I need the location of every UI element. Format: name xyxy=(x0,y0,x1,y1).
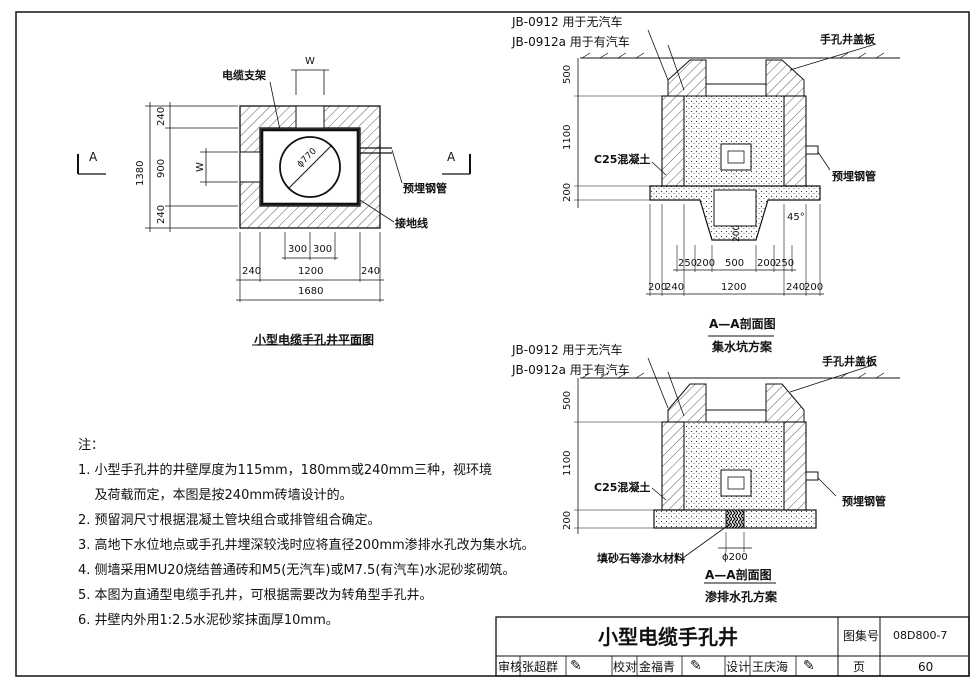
note-item: 及荷载而定，本图是按240mm砖墙设计的。 xyxy=(78,488,353,503)
dim-300-b: 300 xyxy=(313,244,333,255)
s1-c240b: 240 xyxy=(786,282,806,293)
cable-bracket xyxy=(260,128,360,206)
s1-dim-1100: 1100 xyxy=(562,124,573,150)
s1-dim-500: 500 xyxy=(562,64,573,84)
note-item: 1. 小型手孔井的井壁厚度为115mm，180mm或240mm三种，视环境 xyxy=(78,463,492,478)
s1-caption-line2: 集水坑方案 xyxy=(712,340,773,354)
s1-jb-car: JB-0912a 用于有汽车 xyxy=(512,35,630,49)
s1-b200a: 200 xyxy=(696,258,716,269)
note-item: 4. 侧墙采用MU20烧结普通砖和M5(无汽车)或M7.5(有汽车)水泥砂浆砌筑… xyxy=(78,563,516,578)
s2-jb-car: JB-0912a 用于有汽车 xyxy=(512,363,630,377)
review-name: 张超群 xyxy=(522,660,559,674)
s1-jb-no-car: JB-0912 用于无汽车 xyxy=(512,15,623,29)
design-signature: ✎ xyxy=(803,658,815,674)
s1-b250b: 250 xyxy=(775,258,795,269)
w-top-label: W xyxy=(305,56,315,67)
notes-block: 注： 1. 小型手孔井的井壁厚度为115mm，180mm或240mm三种，视环境… xyxy=(78,433,535,633)
section-sump-view xyxy=(574,29,900,337)
s2-concrete-label: C25混凝土 xyxy=(594,481,651,494)
s2-dim-200: 200 xyxy=(562,510,573,530)
design-name: 王庆海 xyxy=(752,660,789,674)
s1-c200a: 200 xyxy=(648,282,668,293)
design-label: 设计 xyxy=(726,660,751,674)
s1-c240a: 240 xyxy=(665,282,685,293)
s1-b200b: 200 xyxy=(757,258,777,269)
note-item: 3. 高地下水位地点或手孔井埋深较浅时应将直径200mm渗排水孔改为集水坑。 xyxy=(78,538,535,553)
s2-dim-1100: 1100 xyxy=(562,450,573,476)
drawing-title: 小型电缆手孔井 xyxy=(598,625,738,649)
s2-fill-label: 填砂石等渗水材料 xyxy=(597,552,685,565)
dim-1380: 1380 xyxy=(135,160,146,186)
plan-view xyxy=(77,69,471,346)
ground-wire-label: 接地线 xyxy=(395,217,428,230)
review-label: 审核 xyxy=(498,660,523,674)
s1-pipe-label: 预埋钢管 xyxy=(832,170,876,183)
notes-heading: 注： xyxy=(78,438,105,453)
bracket-label: 电缆支架 xyxy=(222,69,266,82)
s1-b500: 500 xyxy=(725,258,745,269)
dim-240-right: 240 xyxy=(361,266,381,277)
s1-cover-label: 手孔井盖板 xyxy=(820,33,875,46)
check-name: 金福青 xyxy=(639,660,676,674)
review-signature: ✎ xyxy=(570,658,582,674)
s2-caption-line1: A—A剖面图 xyxy=(705,568,772,582)
page-number: 60 xyxy=(918,660,934,674)
note-item: 2. 预留洞尺寸根据混凝土管块组合或排管组合确定。 xyxy=(78,513,381,528)
dim-240-bottom: 240 xyxy=(156,204,167,224)
plan-title: 小型电缆手孔井平面图 xyxy=(254,333,375,347)
s2-caption-line2: 渗排水孔方案 xyxy=(705,590,778,604)
dim-240-left: 240 xyxy=(242,266,262,277)
note-item: 5. 本图为直通型电缆手孔井，可根据需要改为转角型手孔井。 xyxy=(78,588,433,603)
section-marker-left: A xyxy=(89,150,98,164)
atlas-label: 图集号 xyxy=(843,629,880,643)
note-item: 6. 井壁内外用1:2.5水泥砂浆抹面厚10mm。 xyxy=(78,613,339,628)
dim-240-top: 240 xyxy=(156,106,167,126)
dim-900: 900 xyxy=(156,158,167,178)
w-side-label: W xyxy=(195,162,206,172)
section-marker-right: A xyxy=(447,150,456,164)
s1-angle-label: 45° xyxy=(787,212,805,223)
dim-300-a: 300 xyxy=(288,244,308,255)
s2-pipe-label: 预埋钢管 xyxy=(842,495,886,508)
dim-1680: 1680 xyxy=(298,286,324,297)
s1-pit-dim-200: 200 xyxy=(732,224,742,242)
title-block xyxy=(495,616,970,677)
drawing-border xyxy=(15,11,970,677)
page-label: 页 xyxy=(853,660,866,674)
check-signature: ✎ xyxy=(690,658,702,674)
s1-c200b: 200 xyxy=(804,282,824,293)
s1-dim-200: 200 xyxy=(562,182,573,202)
s2-cover-label: 手孔井盖板 xyxy=(822,355,877,368)
atlas-number: 08D800-7 xyxy=(893,629,948,642)
s1-caption-line1: A—A剖面图 xyxy=(709,317,776,331)
s2-jb-no-car: JB-0912 用于无汽车 xyxy=(512,343,623,357)
s1-b250a: 250 xyxy=(678,258,698,269)
s1-c1200: 1200 xyxy=(721,282,747,293)
s2-dia-label: ϕ200 xyxy=(722,552,748,563)
section-drain-view xyxy=(574,357,900,584)
dim-1200: 1200 xyxy=(298,266,324,277)
plan-pipe-label: 预埋钢管 xyxy=(403,182,447,195)
s1-concrete-label: C25混凝土 xyxy=(594,153,651,166)
check-label: 校对 xyxy=(613,660,638,674)
s2-dim-500: 500 xyxy=(562,390,573,410)
